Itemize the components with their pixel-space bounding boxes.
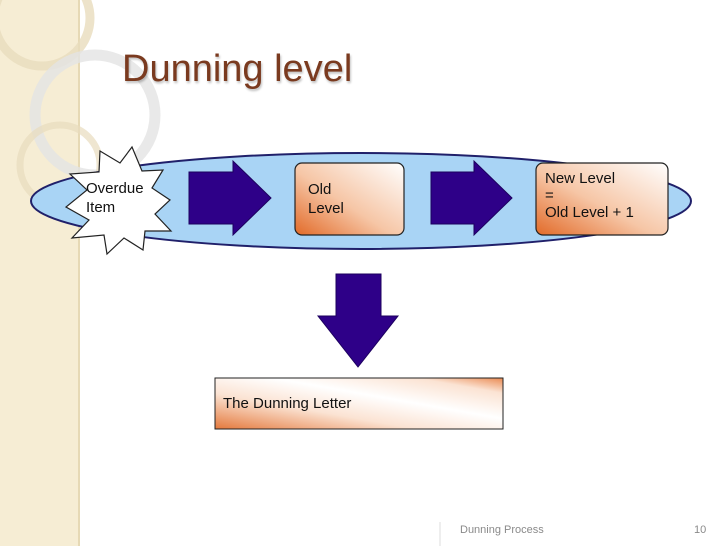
overdue-line-2: Item: [86, 199, 116, 216]
stripe-border-line: [78, 0, 80, 546]
right-arrow-icon: [430, 159, 513, 237]
new-level-line-2: =: [545, 187, 554, 204]
dunning-letter-box: [214, 377, 504, 430]
old-level-line-2: Level: [308, 200, 344, 217]
new-level-box: [535, 162, 669, 236]
down-arrow-icon: [316, 273, 400, 368]
old-level-line-1: Old: [308, 181, 332, 198]
footer-text: Dunning Process: [460, 524, 544, 536]
new-level-label: New Level = Old Level + 1: [545, 170, 634, 221]
right-arrow-icon: [188, 159, 272, 237]
dunning-letter-label: The Dunning Letter: [223, 395, 352, 412]
old-level-box: [294, 162, 405, 236]
page-number: 10: [694, 524, 707, 536]
slide-title: Dunning level: [122, 48, 353, 90]
starburst-icon: [64, 145, 173, 256]
new-level-line-1: New Level: [545, 170, 616, 187]
overdue-item-label: Overdue Item: [86, 179, 144, 217]
overdue-line-1: Overdue: [86, 180, 144, 197]
old-level-label: Old Level: [308, 180, 344, 218]
new-level-line-3: Old Level + 1: [545, 204, 634, 221]
